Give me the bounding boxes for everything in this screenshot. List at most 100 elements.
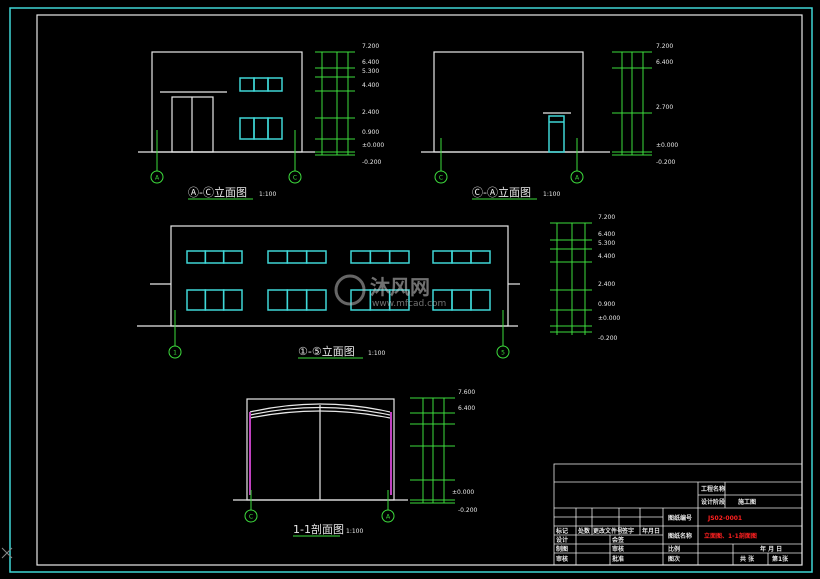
level-label: ±0.000 [656, 142, 678, 149]
window-pane [451, 289, 472, 311]
axis-label: 1 [173, 350, 177, 357]
title-block [553, 463, 803, 566]
axis-bubble [381, 509, 395, 523]
dimension-chain [550, 222, 592, 335]
window-grid [186, 250, 491, 311]
view-title: Ⓒ-Ⓐ立面图 [472, 185, 531, 199]
axis-label: C [439, 175, 443, 182]
window-pane [204, 289, 225, 311]
window-pane [267, 250, 289, 264]
view-title: ①-⑤立面图 [298, 344, 355, 358]
level-label: 2.700 [656, 104, 673, 111]
rev-header: 签字 [621, 527, 634, 535]
level-label: -0.200 [656, 159, 676, 166]
drawing-name-label: 图纸名称 [668, 532, 692, 540]
window-pane [267, 289, 289, 311]
sheet-order-label: 图次 [668, 555, 680, 563]
axis-bubble [434, 170, 448, 184]
elevation-a-c: A C 7.200 6.400 5.300 4.400 2.400 0.900 … [138, 43, 384, 200]
level-label: -0.200 [598, 335, 618, 342]
level-label: 7.200 [362, 43, 379, 50]
rev-header: 处数 [577, 527, 591, 535]
drawing-no-value: JS02-0001 [707, 515, 742, 522]
view-scale: 1:100 [259, 191, 276, 198]
elevation-1-5: 1 5 7.200 6.400 5.300 4.400 2.400 0.900 … [137, 214, 620, 359]
sign-row-label: 设计 [556, 536, 568, 544]
building-outline [433, 51, 584, 153]
axis-label: A [155, 175, 160, 182]
sign-row-label: 制图 [556, 545, 568, 553]
level-label: 7.200 [598, 214, 615, 221]
window-pane [432, 250, 453, 264]
elevation-c-a: C A 7.200 6.400 2.700 ±0.000 -0.200 Ⓒ-Ⓐ立… [421, 43, 678, 200]
sign-row-label: 审核 [556, 555, 568, 563]
dimension-chain [612, 51, 652, 156]
window-lower [239, 117, 283, 140]
window-pane [286, 250, 308, 264]
section-1-1: C A 7.600 6.400 ±0.000 -0.200 1-1剖面图 1:1… [233, 389, 478, 537]
door [548, 115, 565, 153]
window-pane [305, 289, 327, 311]
project-name-label: 工程名称 [701, 485, 725, 493]
watermark: 沐风网 www.mfcad.com [334, 274, 446, 309]
level-label: ±0.000 [362, 142, 384, 149]
inner-frame [36, 14, 803, 566]
window-pane [305, 250, 327, 264]
view-title: 1-1剖面图 [293, 522, 344, 536]
axis-label: C [249, 514, 253, 521]
watermark-logo [334, 274, 366, 306]
level-label: 4.400 [598, 253, 615, 260]
axis-bubble [244, 509, 258, 523]
axis-label: 5 [501, 350, 505, 357]
level-label: -0.200 [458, 507, 478, 514]
view-scale: 1:100 [543, 191, 560, 198]
level-label: 6.400 [362, 59, 379, 66]
sign-row-label: 批准 [612, 555, 624, 563]
axis-label: A [575, 175, 580, 182]
level-label: 5.300 [598, 240, 615, 247]
view-title: Ⓐ-Ⓒ立面图 [188, 185, 247, 199]
level-label: 5.300 [362, 68, 379, 75]
scale-label: 比例 [668, 545, 680, 553]
level-label: 2.400 [598, 281, 615, 288]
level-label: -0.200 [362, 159, 382, 166]
view-scale: 1:100 [368, 350, 385, 357]
rev-header: 更改文件号 [593, 527, 623, 535]
level-label: ±0.000 [452, 489, 474, 496]
window-pane [388, 289, 410, 311]
view-scale: 1:100 [346, 528, 363, 535]
date-label: 年 月 日 [760, 545, 782, 553]
window-pane [204, 250, 225, 264]
design-stage-value: 施工图 [738, 498, 756, 506]
dimension-chain [315, 51, 355, 156]
axis-bubble [168, 345, 182, 359]
drawing-name-value: 立面图、1-1剖面图 [704, 532, 757, 540]
window-pane [451, 250, 472, 264]
level-label: 0.900 [598, 301, 615, 308]
rev-header: 标记 [555, 527, 568, 535]
level-label: 4.400 [362, 82, 379, 89]
axis-label: C [293, 175, 297, 182]
window-pane [470, 250, 491, 264]
axis-bubble [150, 170, 164, 184]
axis-bubble [288, 170, 302, 184]
level-label: 6.400 [598, 231, 615, 238]
level-label: 7.600 [458, 389, 475, 396]
window-pane [388, 250, 410, 264]
level-label: 2.400 [362, 109, 379, 116]
sign-row-label: 审核 [612, 545, 624, 553]
building-outline [151, 51, 303, 153]
total-sheets-label: 共 张 [740, 555, 755, 563]
sheet-number-label: 第1张 [771, 555, 789, 563]
drawing-no-label: 图纸编号 [668, 514, 692, 522]
outer-frame [9, 7, 813, 573]
watermark-brand: 沐风网 [370, 275, 430, 299]
design-stage-label: 设计阶段 [701, 498, 725, 506]
window-pane [286, 289, 308, 311]
window-pane [186, 250, 207, 264]
window-pane [222, 250, 243, 264]
watermark-url: www.mfcad.com [372, 299, 446, 309]
window-pane [186, 289, 207, 311]
level-label: ±0.000 [598, 315, 620, 322]
